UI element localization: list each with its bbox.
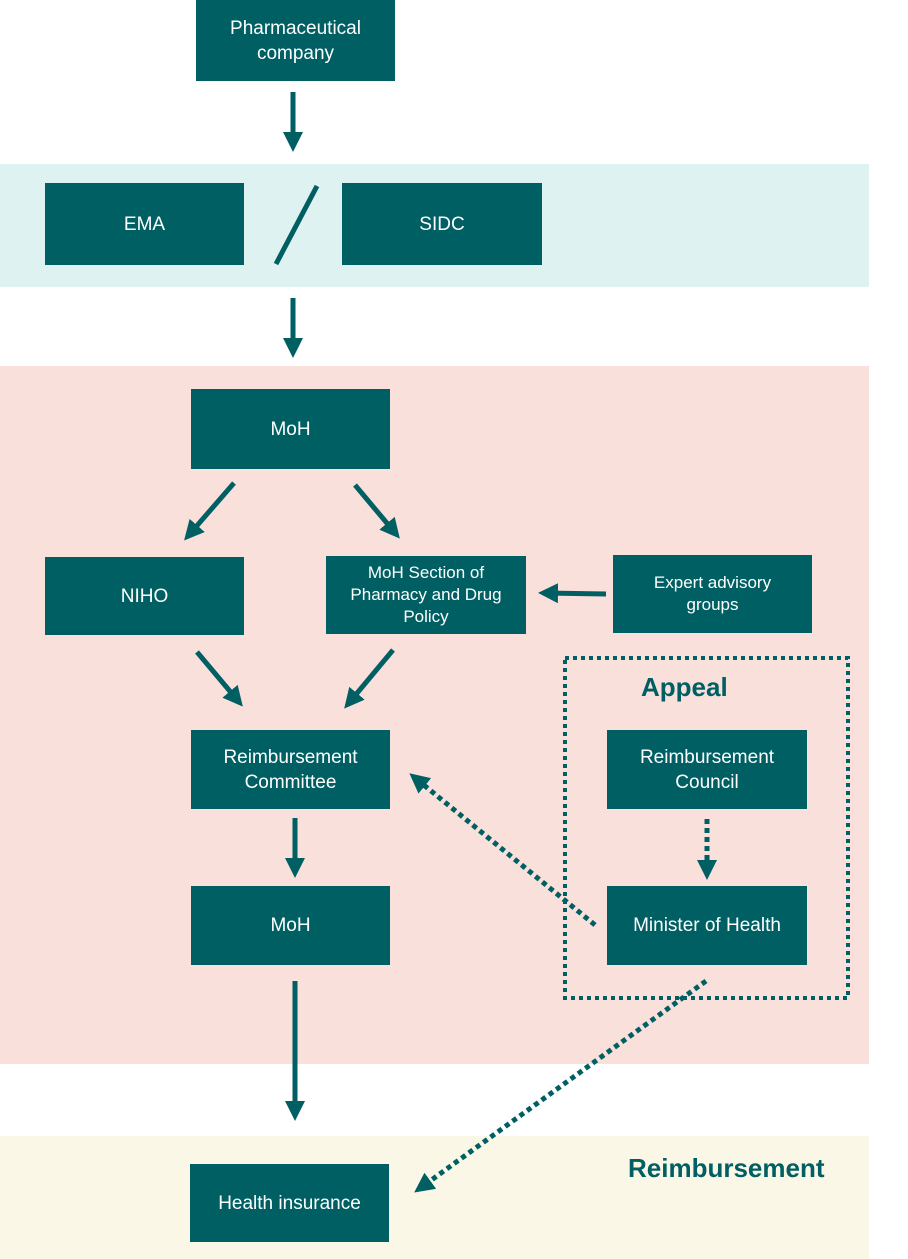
node-minister-of-health-label: Minister of Health [633, 915, 781, 936]
node-moh-section: MoH Section of Pharmacy and Drug Policy [326, 556, 526, 634]
node-pharmaceutical-company-label: Pharmaceutical company [230, 17, 361, 64]
node-pharmaceutical-company: Pharmaceutical company [196, 0, 395, 81]
node-ema: EMA [45, 183, 244, 265]
node-sidc: SIDC [342, 183, 542, 265]
node-health-insurance: Health insurance [190, 1164, 389, 1242]
node-moh-top: MoH [191, 389, 390, 469]
node-reimbursement-committee-label: Reimbursement Committee [223, 746, 358, 793]
node-reimbursement-committee: Reimbursement Committee [191, 730, 390, 809]
node-sidc-label: SIDC [419, 213, 465, 235]
node-expert-advisory-groups: Expert advisory groups [613, 555, 812, 633]
node-reimbursement-council: Reimbursement Council [607, 730, 807, 809]
node-health-insurance-label: Health insurance [218, 1192, 361, 1214]
node-expert-advisory-groups-label: Expert advisory groups [653, 573, 772, 614]
node-ema-label: EMA [123, 213, 166, 235]
node-moh-section-label: MoH Section of Pharmacy and Drug Policy [350, 563, 502, 626]
reimbursement-label: Reimbursement [628, 1153, 825, 1183]
node-moh-bottom-label: MoH [270, 915, 311, 936]
node-moh-top-label: MoH [270, 418, 311, 440]
appeal-label: Appeal [641, 672, 728, 702]
node-reimbursement-council-label: Reimbursement Council [639, 746, 775, 793]
node-niho-label: NIHO [120, 585, 169, 607]
node-minister-of-health: Minister of Health [607, 886, 807, 965]
node-moh-bottom: MoH [191, 886, 390, 965]
node-niho: NIHO [45, 557, 244, 635]
